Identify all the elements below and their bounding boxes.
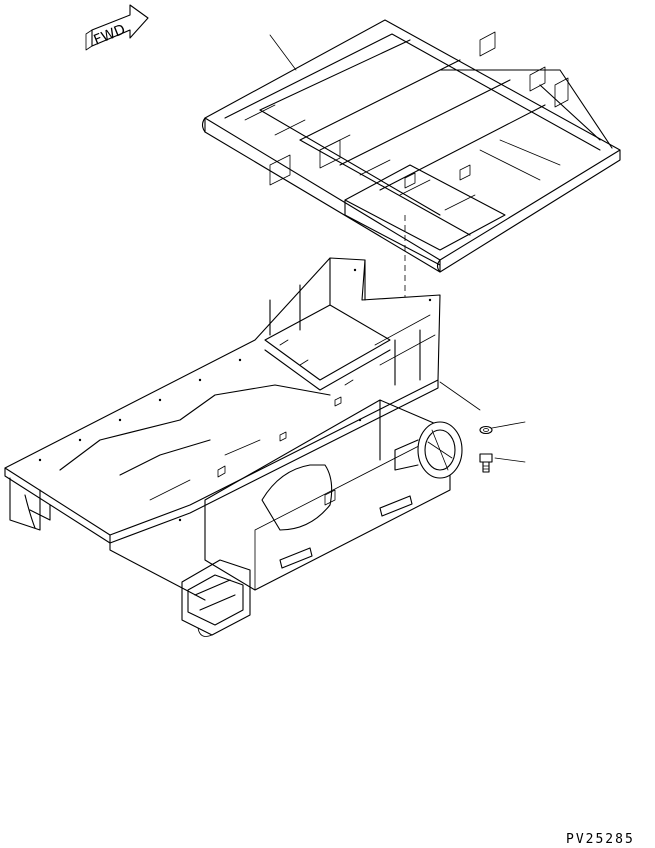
lower-track-frame <box>4 257 463 637</box>
washer-icon <box>479 425 493 435</box>
leader-line <box>494 457 526 463</box>
upper-frame <box>201 19 621 273</box>
fwd-label: FWD <box>92 22 128 49</box>
drawing-number: PV25285 <box>566 832 635 847</box>
fwd-arrow-icon: FWD <box>85 4 149 51</box>
leader-line <box>491 421 526 429</box>
leader-line <box>439 381 481 411</box>
bolt-icon <box>479 453 493 473</box>
